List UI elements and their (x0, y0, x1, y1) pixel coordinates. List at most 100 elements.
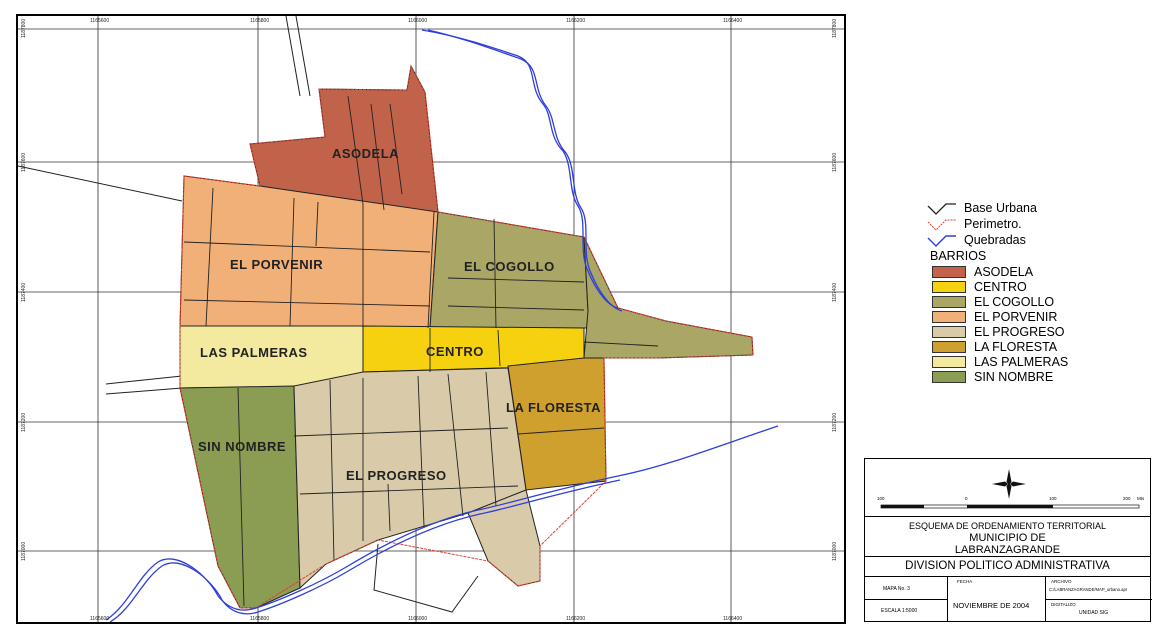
coord-left-1: 1187800 (21, 19, 27, 38)
street-network (183, 95, 659, 607)
fecha-value: NOVIEMBRE DE 2004 (953, 601, 1030, 610)
scale-tick-label: 0 (965, 496, 968, 501)
legend-item-asodela: ASODELA (932, 264, 1124, 279)
coord-bottom-5: 1166400 (723, 616, 742, 622)
title-block-org-section: ESQUEMA DE ORDENAMIENTO TERRITORIAL MUNI… (865, 517, 1150, 557)
organization-title: ESQUEMA DE ORDENAMIENTO TERRITORIAL (908, 521, 1107, 531)
digitalizo-value: UNIDAD SIG (1079, 610, 1109, 616)
coord-bottom-2: 1165800 (250, 616, 269, 622)
scale-bar (880, 504, 1140, 509)
label-las-palmeras: LAS PALMERAS (200, 345, 308, 360)
coord-top-4: 1166200 (566, 18, 585, 24)
perimeter-outline (179, 64, 754, 609)
coord-right-3: 1187400 (832, 283, 838, 302)
coord-bottom-1: 1165600 (90, 616, 109, 622)
color-swatch (932, 295, 966, 308)
map-legend: Base Urbana Perimetro. Quebradas BARRIOS… (924, 200, 1124, 384)
coord-bottom-3: 1166000 (408, 616, 427, 622)
legend-barrios-title: BARRIOS (930, 249, 987, 263)
coord-right-2: 1187600 (832, 153, 838, 172)
legend-swatch-list: ASODELA CENTRO EL COGOLLO EL PORVENIR EL… (924, 264, 1124, 384)
base-urbana-outside (18, 16, 479, 613)
legend-quebradas: Quebradas (924, 232, 1124, 248)
district-labels: ASODELA EL PORVENIR EL COGOLLO LAS PALME… (198, 146, 601, 483)
label-centro: CENTRO (426, 344, 484, 359)
quebradas-line-icon (927, 235, 956, 247)
color-swatch (932, 355, 966, 368)
legend-item-el-cogollo: EL COGOLLO (932, 294, 1124, 309)
coord-right-1: 1187800 (832, 19, 838, 38)
coord-right-4: 1187200 (832, 413, 838, 432)
label-sin-nombre: SIN NOMBRE (198, 439, 286, 454)
legend-line-label: Perimetro. (964, 217, 1022, 231)
coord-left-2: 1187600 (21, 153, 27, 172)
municipio-line-1: MUNICIPIO DE (969, 532, 1046, 544)
legend-item-label: LAS PALMERAS (974, 354, 1069, 369)
color-swatch (932, 370, 966, 383)
title-block-mapname-section: DIVISION POLITICO ADMINISTRATIVA (865, 557, 1150, 577)
perimetro-line-icon (927, 219, 956, 231)
stream-east-inner (427, 29, 623, 312)
digitalizo-label: DIGITALIZO (1051, 602, 1076, 607)
coord-top-1: 1165600 (90, 18, 109, 24)
legend-item-label: ASODELA (974, 264, 1034, 279)
coord-left-4: 1187200 (21, 413, 27, 432)
district-cogollo-east (583, 236, 754, 359)
municipio-line-2: LABRANZAGRANDE (954, 544, 1061, 556)
title-block: 100 0 100 200 Mts ESQUEMA DE ORDENAMIENT… (864, 458, 1152, 622)
legend-perimetro: Perimetro. (924, 216, 1124, 232)
coord-top-3: 1166000 (408, 18, 427, 24)
label-el-cogollo: EL COGOLLO (464, 259, 555, 274)
stream-east (421, 29, 619, 309)
streams (105, 29, 779, 622)
legend-item-las-palmeras: LAS PALMERAS (932, 354, 1124, 369)
coord-top-5: 1166400 (723, 18, 742, 24)
legend-item-label: EL PORVENIR (974, 309, 1058, 324)
escala: ESCALA 1:5000 (881, 608, 918, 614)
district-polygons (179, 64, 754, 609)
legend-item-label: CENTRO (974, 279, 1027, 294)
legend-base-urbana: Base Urbana (924, 200, 1124, 216)
stream-south-inner (109, 479, 621, 622)
label-el-progreso: EL PROGRESO (346, 468, 447, 483)
stream-south (105, 425, 779, 621)
municipio-title: MUNICIPIO DE LABRANZAGRANDE (865, 532, 1150, 556)
coord-bottom-4: 1166200 (566, 616, 585, 622)
coord-top-2: 1165800 (250, 18, 269, 24)
title-block-metadata: MAPA No. 3 ESCALA 1:5000 FECHA NOVIEMBRE… (865, 577, 1152, 621)
coord-right-5: 1187000 (832, 542, 838, 561)
label-asodela: ASODELA (332, 146, 399, 161)
north-arrow-icon (992, 469, 1026, 499)
legend-item-centro: CENTRO (932, 279, 1124, 294)
legend-item-label: SIN NOMBRE (974, 369, 1054, 384)
legend-item-el-progreso: EL PROGRESO (932, 324, 1124, 339)
legend-item-la-floresta: LA FLORESTA (932, 339, 1124, 354)
grid-coordinates: 1165600 1165800 1166000 1166200 1166400 … (21, 18, 838, 622)
legend-item-label: EL COGOLLO (974, 294, 1055, 309)
map-name: DIVISION POLITICO ADMINISTRATIVA (905, 560, 1110, 572)
map-frame: ASODELA EL PORVENIR EL COGOLLO LAS PALME… (16, 14, 846, 624)
fecha-label: FECHA (957, 579, 973, 584)
archivo-value: C:/LABRANZAGRANDE/MAP_urbano.apr (1049, 587, 1128, 592)
base-urbana-line-icon (927, 203, 956, 215)
district-sin-nombre (179, 385, 301, 609)
mapa-no: MAPA No. 3 (883, 586, 910, 592)
legend-item-label: LA FLORESTA (974, 339, 1058, 354)
legend-item-sin-nombre: SIN NOMBRE (932, 369, 1124, 384)
scale-unit-label: Mts (1137, 496, 1145, 501)
color-swatch (932, 280, 966, 293)
color-swatch (932, 265, 966, 278)
scale-tick-label: 100 (877, 496, 885, 501)
legend-line-label: Quebradas (964, 233, 1026, 247)
title-block-scale-section: 100 0 100 200 Mts (865, 459, 1150, 517)
label-la-floresta: LA FLORESTA (506, 400, 601, 415)
coord-left-3: 1187400 (21, 283, 27, 302)
coord-left-5: 1187000 (21, 542, 27, 561)
archivo-label: ARCHIVO (1051, 579, 1072, 584)
color-swatch (932, 340, 966, 353)
color-swatch (932, 310, 966, 323)
label-el-porvenir: EL PORVENIR (230, 257, 323, 272)
legend-item-el-porvenir: EL PORVENIR (932, 309, 1124, 324)
scale-tick-label: 200 (1123, 496, 1131, 501)
map-canvas: ASODELA EL PORVENIR EL COGOLLO LAS PALME… (18, 16, 844, 622)
